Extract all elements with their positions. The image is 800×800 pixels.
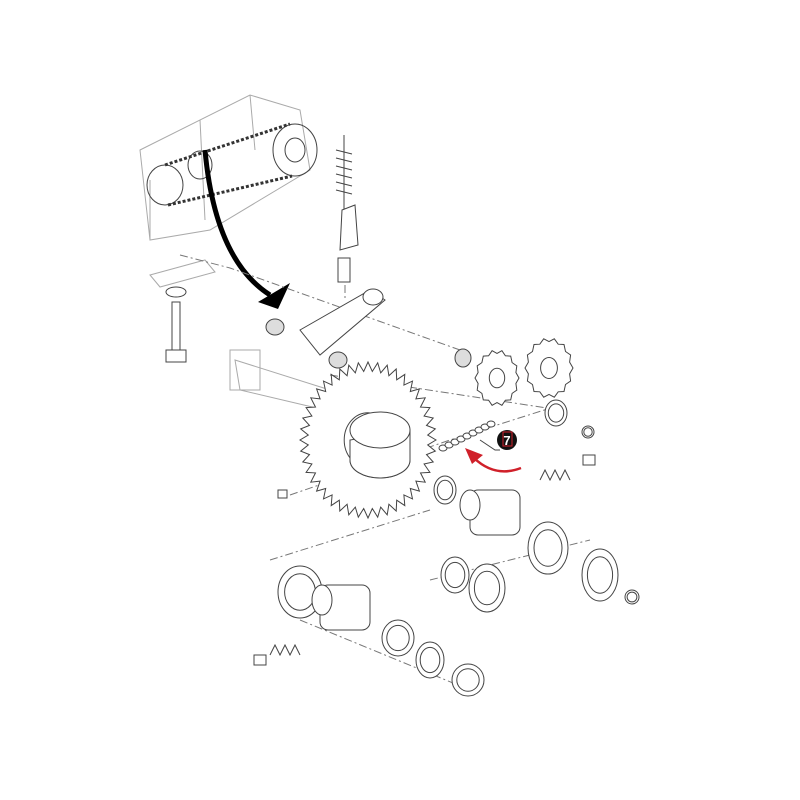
- bearing-inner: [547, 403, 565, 423]
- small-sprocket-2-bore: [540, 357, 558, 379]
- washer-inner: [583, 427, 593, 437]
- clutch-hub: [311, 489, 521, 631]
- small-sprocket-bore: [488, 367, 506, 389]
- tensioner-arm: [265, 288, 386, 369]
- bushing: [454, 348, 472, 368]
- snap-ring-inner: [419, 646, 441, 674]
- machine-frame: [139, 94, 318, 288]
- nut-inner: [626, 591, 638, 603]
- bolt-left: [165, 286, 187, 363]
- ring-inner: [436, 479, 454, 501]
- ring-inner: [386, 624, 410, 652]
- ring-inner: [444, 561, 466, 589]
- chain-link: [486, 420, 496, 428]
- callout-number: 7: [503, 433, 510, 448]
- red-arrow: [465, 448, 522, 473]
- gear-hub: [349, 411, 411, 479]
- spring-top: [335, 135, 359, 283]
- snap-ring-inner: [586, 556, 614, 594]
- callout-badge: 7: [479, 430, 517, 451]
- ring-inner: [533, 529, 563, 567]
- pointer-arrow: [202, 149, 290, 309]
- roller-chain: [438, 420, 496, 452]
- rings-and-bearings: [277, 399, 640, 697]
- springs: [253, 454, 596, 666]
- ring-inner: [456, 668, 480, 692]
- bearing-inner: [473, 570, 501, 606]
